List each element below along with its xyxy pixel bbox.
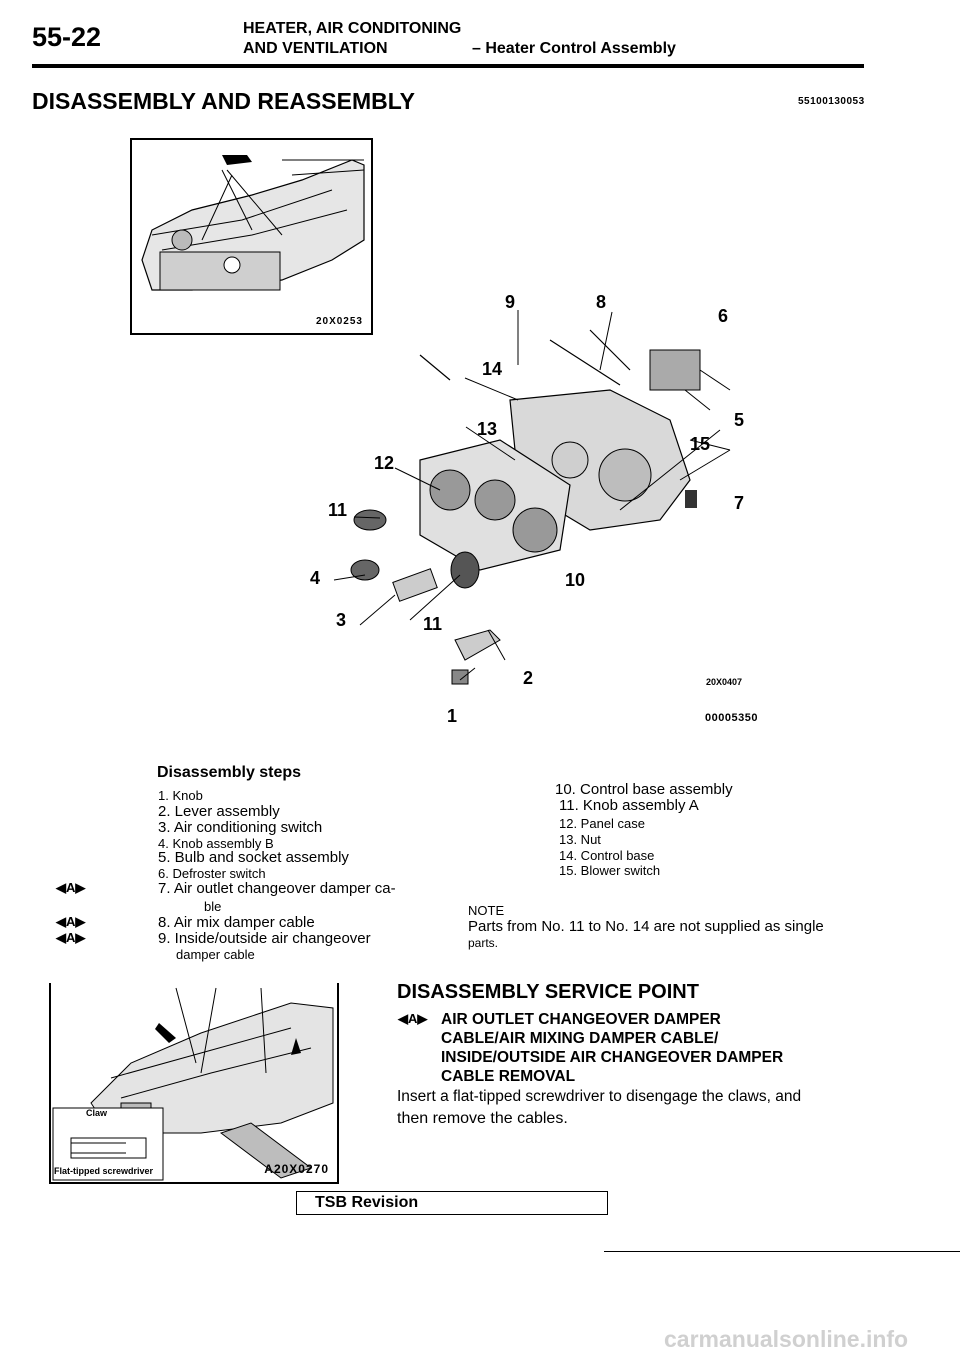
reference-mark: ◀A▶ (398, 1011, 428, 1026)
callout-label: 14 (482, 359, 503, 379)
steps-heading: Disassembly steps (157, 764, 302, 781)
cable-removal-illustration (52, 987, 334, 1181)
callout-label: 4 (310, 568, 321, 588)
step-item: 8. Air mix damper cable (158, 914, 315, 931)
service-subtitle-line: CABLE/AIR MIXING DAMPER CABLE/ (441, 1030, 719, 1047)
header-section: – Heater Control Assembly (472, 40, 676, 57)
callout-label: 15 (690, 434, 711, 454)
section-title: DISASSEMBLY AND REASSEMBLY (32, 88, 415, 114)
note-text: Parts from No. 11 to No. 14 are not supp… (468, 918, 824, 935)
step-item: 9. Inside/outside air changeover (158, 930, 371, 947)
step-item-continuation: ble (204, 899, 222, 914)
callout-label: 9 (505, 292, 516, 312)
detail-figure-code: A20X0270 (264, 1162, 329, 1176)
header-title-line1: HEATER, AIR CONDITONING (243, 20, 462, 37)
footer-rule (604, 1251, 960, 1252)
step-item: 15. Blower switch (559, 863, 661, 878)
callout-label: 13 (477, 419, 498, 439)
service-subtitle: AIR OUTLET CHANGEOVER DAMPER CABLE/AIR M… (441, 1010, 783, 1086)
note-text-continuation: parts. (468, 936, 499, 950)
step-item: 7. Air outlet changeover damper ca- (158, 880, 396, 897)
header-title-line2: AND VENTILATION (243, 40, 388, 57)
step-item: 13. Nut (559, 832, 601, 847)
watermark: carmanualsonline.info (664, 1326, 909, 1352)
step-item: 6. Defroster switch (158, 866, 266, 881)
callout-label: 12 (374, 453, 395, 473)
reference-mark: ◀A▶ (56, 914, 86, 929)
part-figure-code: 20X0407 (706, 677, 743, 687)
step-item: 4. Knob assembly B (158, 836, 274, 851)
service-subtitle-line: CABLE REMOVAL (441, 1068, 576, 1085)
step-item: 2. Lever assembly (158, 803, 280, 820)
inset-figure-code: 20X0253 (315, 316, 363, 327)
service-subtitle-line: INSIDE/OUTSIDE AIR CHANGEOVER DAMPER (441, 1049, 784, 1066)
step-item: 14. Control base (559, 848, 655, 863)
service-title: DISASSEMBLY SERVICE POINT (397, 981, 699, 1003)
label-screwdriver: Flat-tipped screwdriver (54, 1166, 154, 1176)
callout-label: 8 (596, 292, 607, 312)
step-item: 12. Panel case (559, 816, 646, 831)
callout-label: 11 (423, 614, 443, 634)
step-item: 5. Bulb and socket assembly (158, 849, 349, 866)
inset-figure: 20X0253 (130, 138, 373, 335)
callout-label: 6 (718, 306, 729, 326)
callout-label: 7 (734, 493, 745, 513)
page-number: 55-22 (32, 22, 102, 52)
dashboard-illustration (141, 155, 365, 291)
step-item: 10. Control base assembly (555, 781, 733, 798)
callout-label: 3 (336, 610, 347, 630)
exploded-view-illustration (333, 310, 731, 685)
service-body-line2: then remove the cables. (397, 1110, 568, 1127)
section-code: 55100130053 (798, 96, 865, 107)
step-item-continuation: damper cable (176, 947, 255, 962)
callout-label: 5 (734, 410, 745, 430)
step-item: 1. Knob (158, 788, 203, 803)
note-label: NOTE (468, 903, 505, 918)
revision-label: TSB Revision (315, 1194, 419, 1211)
label-claw: Claw (86, 1108, 108, 1118)
callout-label: 11 (328, 500, 348, 520)
callout-label: 1 (447, 706, 458, 726)
service-body-line1: Insert a flat-tipped screwdriver to dise… (397, 1088, 802, 1105)
reference-mark: ◀A▶ (56, 930, 86, 945)
step-item: 11. Knob assembly A (559, 797, 699, 814)
header-rule (32, 64, 864, 68)
detail-figure: A20X0270 Claw Flat-tipped screwdriver (49, 983, 339, 1184)
figure-code: 00005350 (705, 712, 758, 724)
callout-label: 10 (565, 570, 586, 590)
revision-box: TSB Revision (296, 1191, 608, 1215)
reference-mark: ◀A▶ (56, 880, 86, 895)
service-subtitle-line: AIR OUTLET CHANGEOVER DAMPER (441, 1011, 721, 1028)
step-item: 3. Air conditioning switch (158, 819, 323, 836)
callout-label: 2 (523, 668, 534, 688)
